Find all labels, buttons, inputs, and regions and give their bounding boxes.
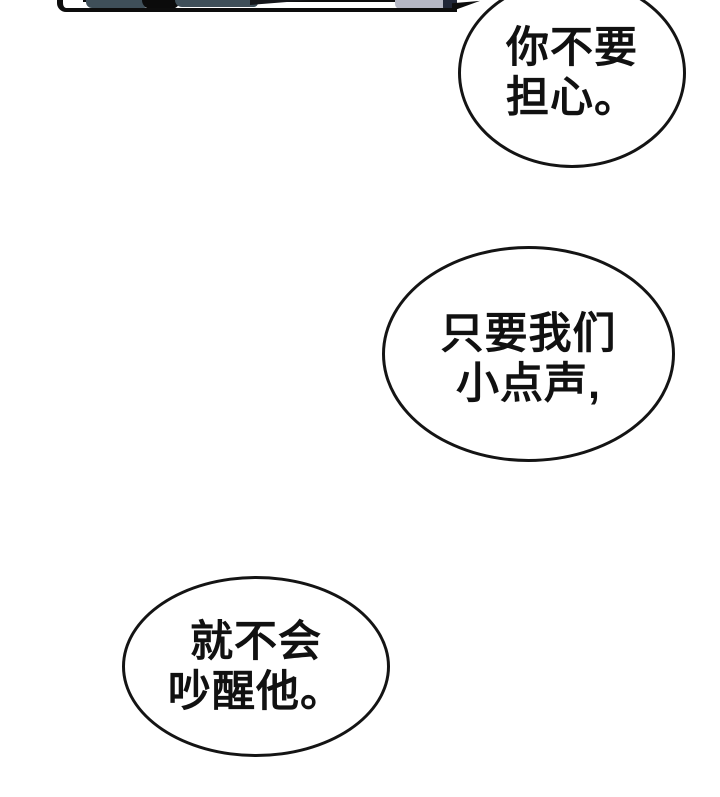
panel-art-black-streak xyxy=(250,0,312,5)
speech-text-middle: 只要我们 小点声, xyxy=(440,310,617,408)
speech-bubble-top: 你不要 担心。 xyxy=(458,0,686,168)
panel-art-navy-shape xyxy=(443,0,457,8)
speech-bubble-middle: 只要我们 小点声, xyxy=(382,246,675,462)
speech-bubble-bottom: 就不会 吵醒他。 xyxy=(122,576,390,757)
panel-art-slate-shape xyxy=(175,0,258,7)
panel-tail-spike xyxy=(452,0,480,11)
panel-art-slate-shape xyxy=(86,0,148,8)
panel-art-black-blob xyxy=(142,0,180,8)
speech-text-top: 你不要 担心。 xyxy=(506,24,638,122)
panel-art-lavender-shape xyxy=(395,0,447,8)
panel-bottom-sliver xyxy=(57,0,457,12)
speech-text-bottom: 就不会 吵醒他。 xyxy=(168,617,344,716)
